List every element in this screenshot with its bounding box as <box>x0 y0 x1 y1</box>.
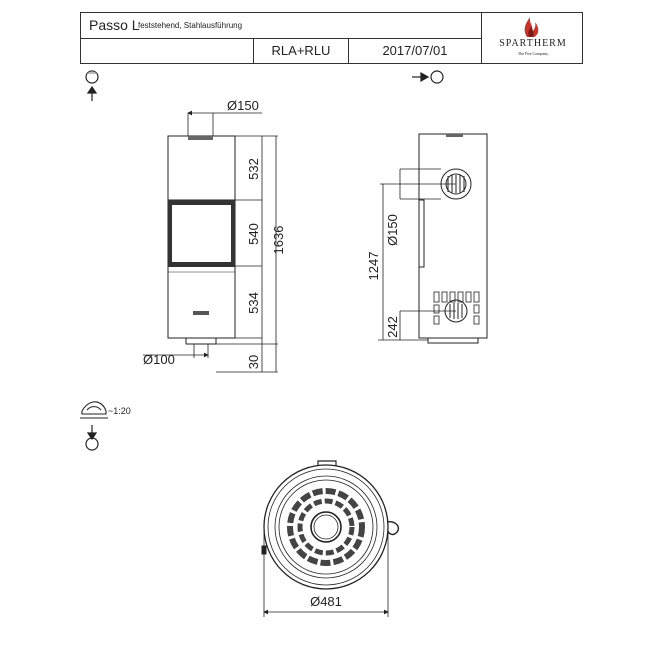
door-handle <box>386 520 400 536</box>
model-name: Passo L <box>89 17 140 33</box>
dim-vertical-chain <box>216 135 278 373</box>
outer-casing <box>263 464 389 590</box>
side-plinth <box>427 337 479 344</box>
brand-logo: SPARTHERM The Fire Company <box>481 13 583 63</box>
vent-slots <box>433 291 480 325</box>
dim-bottom-pipe <box>143 344 209 358</box>
title-block: Passo L feststehend, Stahlausführung RLA… <box>80 12 583 64</box>
title-row: Passo L feststehend, Stahlausführung <box>81 13 481 39</box>
dim-side-pipe-label: Ø150 <box>385 214 400 246</box>
flue-collar <box>310 511 342 543</box>
side-view <box>418 133 488 344</box>
top-view-symbol-icon <box>85 425 99 451</box>
top-pipe-connector <box>188 136 213 140</box>
dim-upper-label: 532 <box>246 158 261 180</box>
model-subtitle: feststehend, Stahlausführung <box>138 21 243 30</box>
scale-hand-icon <box>80 401 108 419</box>
front-view <box>167 135 236 345</box>
ash-vent <box>193 311 209 315</box>
dim-side-height-label: 1247 <box>366 252 381 281</box>
info-row: RLA+RLU 2017/07/01 <box>81 39 481 63</box>
brand-tagline: The Fire Company <box>517 51 549 56</box>
door-top-rail <box>168 200 235 205</box>
base-plinth <box>185 337 217 345</box>
flame-icon <box>524 17 539 37</box>
side-view-symbol-icon <box>412 70 444 84</box>
dim-top-pipe-label: Ø150 <box>227 98 259 113</box>
scale-label: ~1:20 <box>108 406 131 416</box>
dim-base-label: 30 <box>246 355 261 369</box>
date-cell: 2017/07/01 <box>382 43 448 58</box>
dim-plan <box>263 527 389 617</box>
variant-cell: RLA+RLU <box>254 39 349 63</box>
dim-lower-label: 534 <box>246 292 261 314</box>
stove-body-side <box>418 133 488 339</box>
baffle-ring <box>287 488 365 566</box>
front-view-symbol-icon <box>85 70 99 101</box>
door-bottom-rail <box>168 262 235 267</box>
brand-name: SPARTHERM <box>499 38 567 49</box>
dim-side-lower-label: 242 <box>385 316 400 338</box>
dim-side-chain <box>378 168 456 341</box>
dim-door-label: 540 <box>246 223 261 245</box>
dim-plan-label: Ø481 <box>310 594 342 609</box>
door-side-edge <box>418 199 425 268</box>
dim-top-pipe <box>187 110 262 136</box>
top-view <box>261 460 400 590</box>
dim-total-label: 1636 <box>271 226 286 255</box>
info-empty-cell <box>81 39 254 63</box>
dim-bottom-pipe-label: Ø100 <box>143 352 175 367</box>
fire-door-frame <box>167 199 236 267</box>
